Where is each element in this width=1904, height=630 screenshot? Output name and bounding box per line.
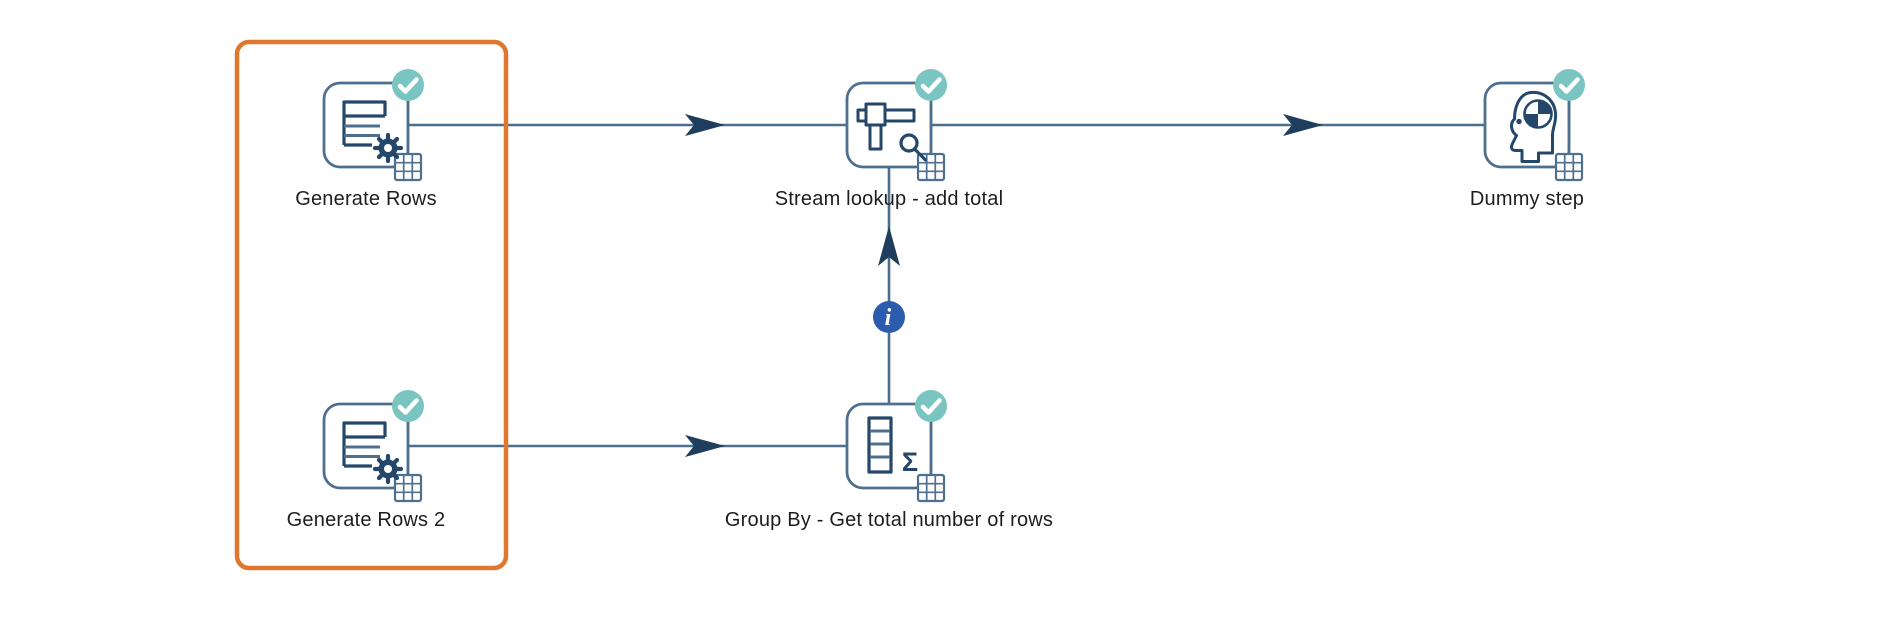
step-stream-lookup[interactable] [847,69,947,180]
step-label-dummy-step: Dummy step [1469,188,1585,210]
hop-arrow-icon [1283,114,1323,136]
hop-arrow-icon [878,226,900,266]
node-frame [847,390,947,501]
step-generate-rows-2[interactable] [324,390,424,501]
hop-arrow-icon [685,114,725,136]
dummy-head-icon [1510,90,1558,163]
step-label-group-by: Group By - Get total number of rows [724,509,1054,531]
info-hop-icon[interactable]: i [873,301,905,333]
node-frame [847,69,947,180]
step-label-generate-rows-2: Generate Rows 2 [286,509,446,531]
step-group-by[interactable] [847,390,947,501]
step-generate-rows[interactable] [324,69,424,180]
step-label-generate-rows: Generate Rows [295,188,437,210]
hop-arrow-icon [685,435,725,457]
selection-highlight [234,39,509,571]
svg-text:i: i [885,305,892,331]
hops-layer [408,114,1485,457]
step-label-stream-lookup: Stream lookup - add total [774,188,1004,210]
step-dummy-step[interactable] [1485,69,1585,180]
